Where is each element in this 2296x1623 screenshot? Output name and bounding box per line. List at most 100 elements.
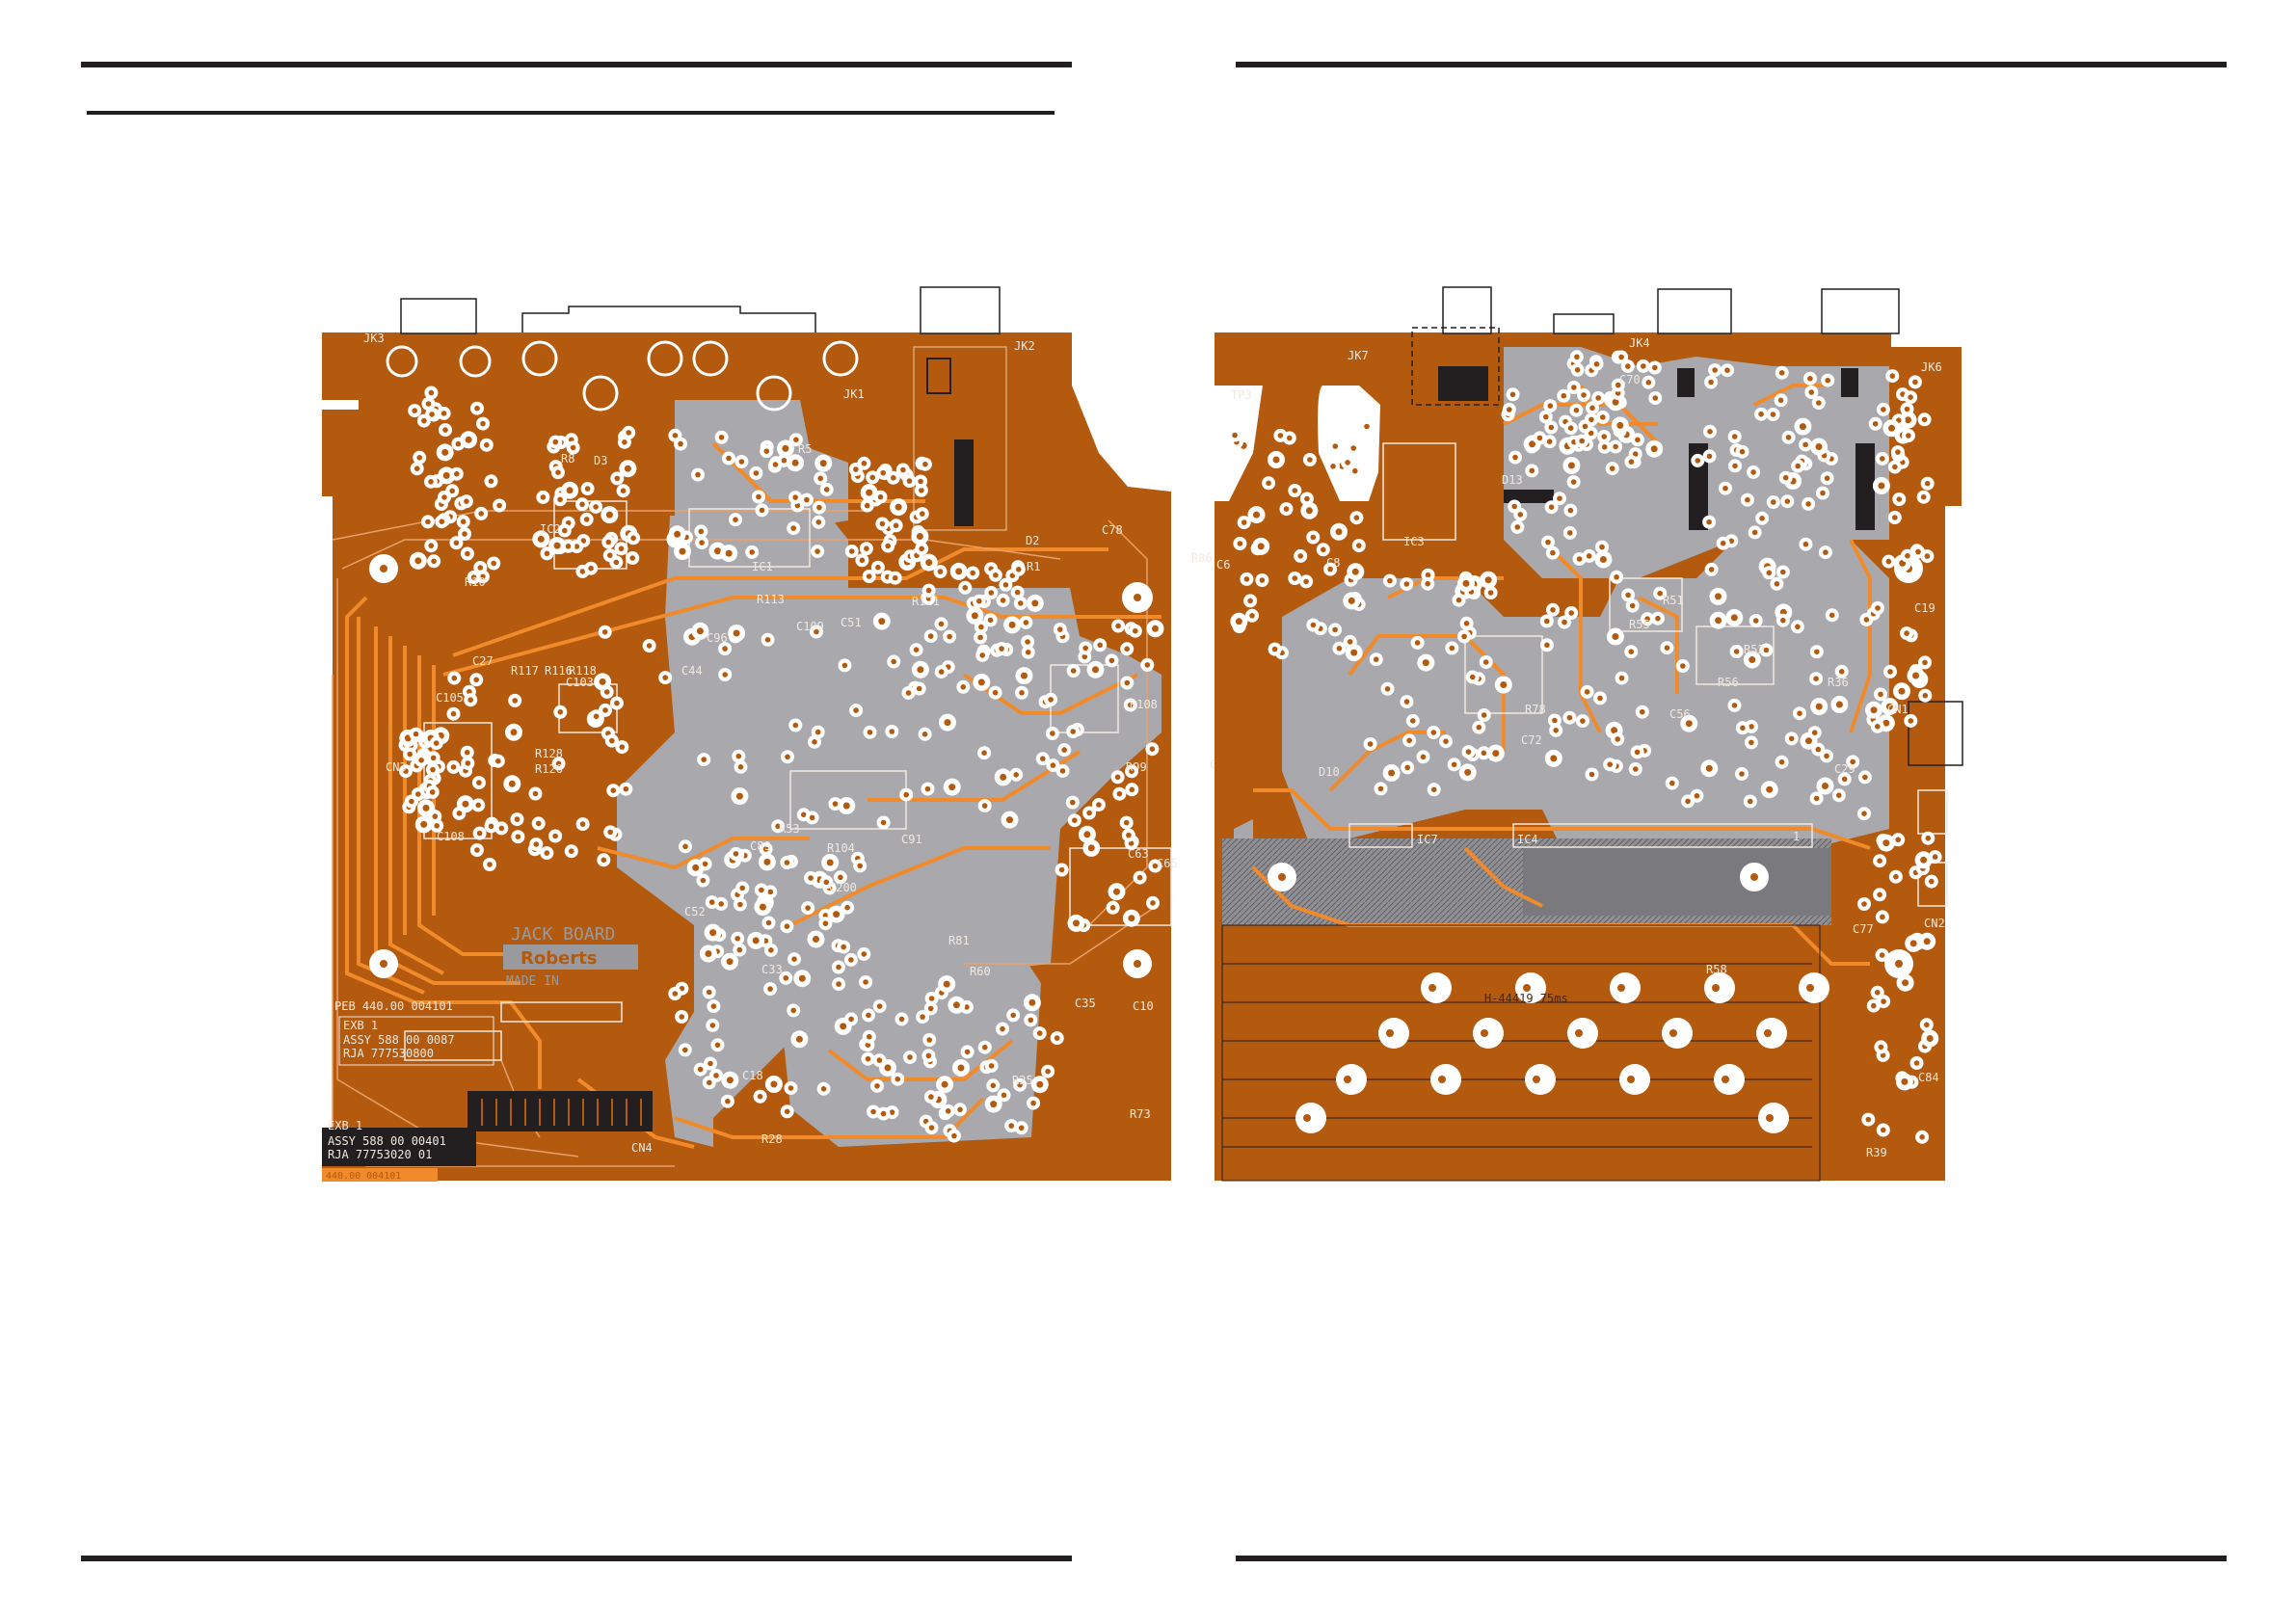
ref-label-r26: C72 [1521, 733, 1542, 747]
right-pad-hole [1350, 649, 1358, 656]
board-title: JACK BOARD [511, 924, 615, 945]
left-pad-hole [456, 811, 463, 816]
right-pad-hole [1707, 429, 1713, 435]
ref-label-l01: IC2 [540, 522, 561, 536]
right-pad-hole [1777, 397, 1784, 404]
right-pad-hole [1749, 724, 1754, 730]
left-pad-hole [1050, 762, 1056, 768]
right-pad-hole [1730, 614, 1738, 622]
left-pad-hole [952, 1001, 960, 1009]
right-pad-hole [1805, 737, 1812, 745]
right-pad-hole [1247, 598, 1253, 604]
left-pad-hole [781, 458, 788, 464]
lcd-pad-hole [1481, 1029, 1488, 1037]
right-pad-hole [1909, 940, 1917, 947]
left-pad-hole [927, 1005, 934, 1012]
left-pad-hole [1124, 679, 1131, 686]
right-pad-hole [1511, 503, 1517, 510]
right-pad-hole [1901, 1078, 1909, 1085]
right-pad-hole [1570, 479, 1577, 485]
right-pad-hole [1573, 407, 1580, 413]
left-pad-hole [414, 466, 420, 472]
left-pad-hole [725, 549, 733, 557]
ref-label-l33: R1 [1027, 560, 1040, 573]
left-pad-hole [709, 1023, 716, 1028]
right-pad-hole [1635, 437, 1641, 443]
right-pad-hole [1249, 613, 1255, 619]
left-pad-hole [700, 877, 707, 884]
right-pad-hole [1905, 416, 1911, 424]
left-pad-hole [579, 821, 586, 827]
left-pad-hole [1113, 888, 1120, 895]
left-pad-hole [474, 847, 480, 853]
left-pad-hole [941, 1080, 948, 1088]
left-pad-hole [1136, 874, 1143, 881]
right-pad-hole [1924, 1022, 1930, 1028]
right-pad-hole [1815, 443, 1823, 450]
left-pad-hole [1028, 1017, 1034, 1024]
left-pad-hole [937, 569, 944, 574]
left-pad-hole [925, 559, 933, 567]
right-pad-hole [1589, 405, 1595, 412]
right-pad-hole [1487, 590, 1494, 596]
right-pad-hole [1576, 556, 1583, 562]
left-pad-hole [928, 1125, 935, 1131]
left-pad-hole [603, 689, 610, 695]
left-pad-hole [674, 530, 681, 538]
lcd-pad-hole [1764, 1029, 1772, 1037]
right-pad-hole [1615, 382, 1621, 388]
lcd-label: H-44419 75ms [1484, 992, 1568, 1005]
pcb-code: PEB 440.00 004101 [334, 999, 453, 1013]
right-pad-hole [1364, 423, 1370, 430]
jack-jk7 [1411, 286, 1500, 406]
left-pad-hole [562, 527, 568, 534]
right-pad-hole [1292, 488, 1298, 493]
right-pad-hole [1657, 590, 1663, 597]
right-pad-hole [1788, 735, 1795, 742]
left-pad-hole [752, 937, 760, 945]
left-pad-hole [1128, 915, 1135, 922]
ref-label-l19: R104 [827, 841, 855, 855]
right-pad-hole [1881, 1127, 1886, 1133]
left-pad-hole [861, 461, 868, 466]
left-pad-hole [569, 848, 574, 854]
ref-label-l12: C108 [437, 830, 465, 843]
left-pad-hole [698, 528, 705, 535]
left-pad-hole [620, 488, 627, 493]
right-pad-hole [1615, 736, 1620, 742]
connector-cn4 [467, 1091, 653, 1131]
bottom-label-code: 440.00 004101 [326, 1171, 401, 1182]
lcd-pad-hole [1575, 1029, 1583, 1037]
ref-label-l41: R99 [1126, 760, 1147, 774]
right-pad-hole [1722, 485, 1728, 492]
left-pad-hole [1014, 589, 1021, 596]
right-pad-hole [1586, 553, 1592, 559]
left-pad-hole [428, 479, 434, 485]
left-pad-hole [1061, 747, 1067, 753]
left-pad-hole [977, 678, 985, 686]
lcd-pad-hole [1627, 1076, 1635, 1083]
right-pad-hole [1463, 621, 1470, 626]
right-pad-hole [1813, 676, 1819, 681]
right-pad-hole [1644, 616, 1650, 622]
left-ground-plane-3 [781, 867, 1041, 1147]
left-pad-hole [793, 437, 799, 443]
right-pad-hole [1243, 576, 1250, 582]
right-pad-hole [1797, 710, 1802, 716]
ref-label-l09: R116 [545, 664, 573, 678]
right-pad-hole [1332, 626, 1338, 633]
right-pad-hole [1625, 363, 1631, 369]
lcd-pad-hole [1386, 1029, 1394, 1037]
right-pad-hole [1462, 579, 1470, 587]
right-pad-hole [1785, 435, 1792, 440]
left-pad-hole [679, 1014, 684, 1020]
right-pad-hole [1449, 645, 1455, 652]
right-pad-hole [1266, 480, 1271, 487]
ref-label-l03: D3 [594, 454, 607, 467]
ref-label-l24: R81 [948, 934, 970, 947]
right-pad-hole [1758, 411, 1764, 417]
left-pad-hole [1050, 731, 1055, 736]
ref-label-r16: R55 [1629, 618, 1650, 631]
ref-label-l45: R121 [912, 595, 940, 608]
left-pad-hole [540, 494, 547, 500]
